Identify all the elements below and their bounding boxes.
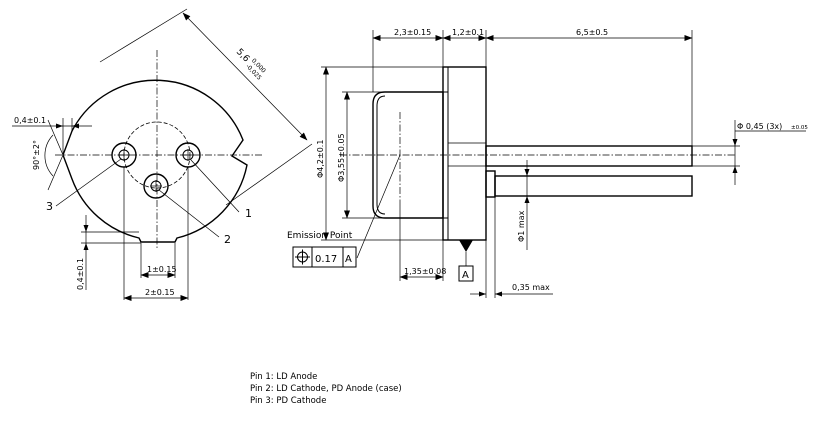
bottom-notch-dim: 0,4±0.1 [76, 258, 85, 290]
front-body-outline [62, 79, 248, 243]
datum-a-letter: A [462, 270, 469, 281]
emission-leader [356, 154, 401, 259]
v-angle-dim: 90°±2° [32, 140, 41, 170]
dim-1: 1±0.15 [147, 265, 177, 274]
diameter-ext-1 [99, 8, 188, 63]
cap-diameter-dim: Φ3,55±0.05 [337, 133, 346, 182]
pin-label-3: 3 [46, 200, 53, 213]
datum-a-box [458, 265, 474, 282]
lead-lower [494, 175, 693, 197]
tolerance-datum: A [345, 254, 352, 265]
pin-note-3: Pin 3: PD Cathode [250, 396, 326, 406]
pin-label-1: 1 [245, 207, 252, 220]
flange-width-dim: 1,2±0.1 [452, 28, 484, 37]
pin3-leader [55, 158, 122, 207]
pin1-leader [190, 159, 240, 213]
recess-mark [459, 240, 473, 252]
pin-notes: Pin 1: LD Anode Pin 2: LD Cathode, PD An… [250, 372, 402, 406]
tolerance-value: 0.17 [315, 254, 337, 265]
pin-note-2: Pin 2: LD Cathode, PD Anode (case) [250, 384, 402, 394]
front-pin-2 [143, 173, 169, 199]
emission-point-label: Emission Point [287, 231, 353, 241]
front-view: 5,6 0,000 -0,025 0,4±0.1 90°±2° 3 1 2 [12, 8, 313, 301]
recess-max-dim: 0,35 max [512, 283, 550, 292]
v-angle-arc [44, 134, 54, 177]
lead-diameter-dim: Φ 0,45 (3x) [737, 122, 782, 131]
lead-length-dim: 6,5±0.5 [576, 28, 608, 37]
diameter-dim-line [182, 12, 308, 141]
cap-length-dim: 2,3±0.15 [394, 28, 431, 37]
lead-max-dim: Φ1 max [517, 210, 526, 242]
side-flange [442, 66, 487, 241]
diameter-value: 5,6 [234, 47, 251, 64]
left-notch-dim: 0,4±0.1 [14, 116, 46, 125]
tolerance-frame: 0.17 A [292, 246, 357, 268]
flange-diameter-dim: Φ4,2±0.1 [316, 140, 325, 178]
lead-upper [485, 145, 693, 167]
pin-note-1: Pin 1: LD Anode [250, 372, 317, 382]
pin-label-2: 2 [224, 233, 231, 246]
lead-diameter-tol: ±0.05 [791, 125, 808, 131]
side-view: 2,3±0.15 1,2±0.1 6,5±0.5 Φ 0,45 (3x) ±0.… [287, 28, 808, 298]
emission-depth-dim: 1,35±0.08 [404, 267, 446, 276]
pin2-leader [158, 189, 220, 238]
diameter-ext-2 [225, 143, 313, 206]
dim-2: 2±0.15 [145, 288, 175, 297]
